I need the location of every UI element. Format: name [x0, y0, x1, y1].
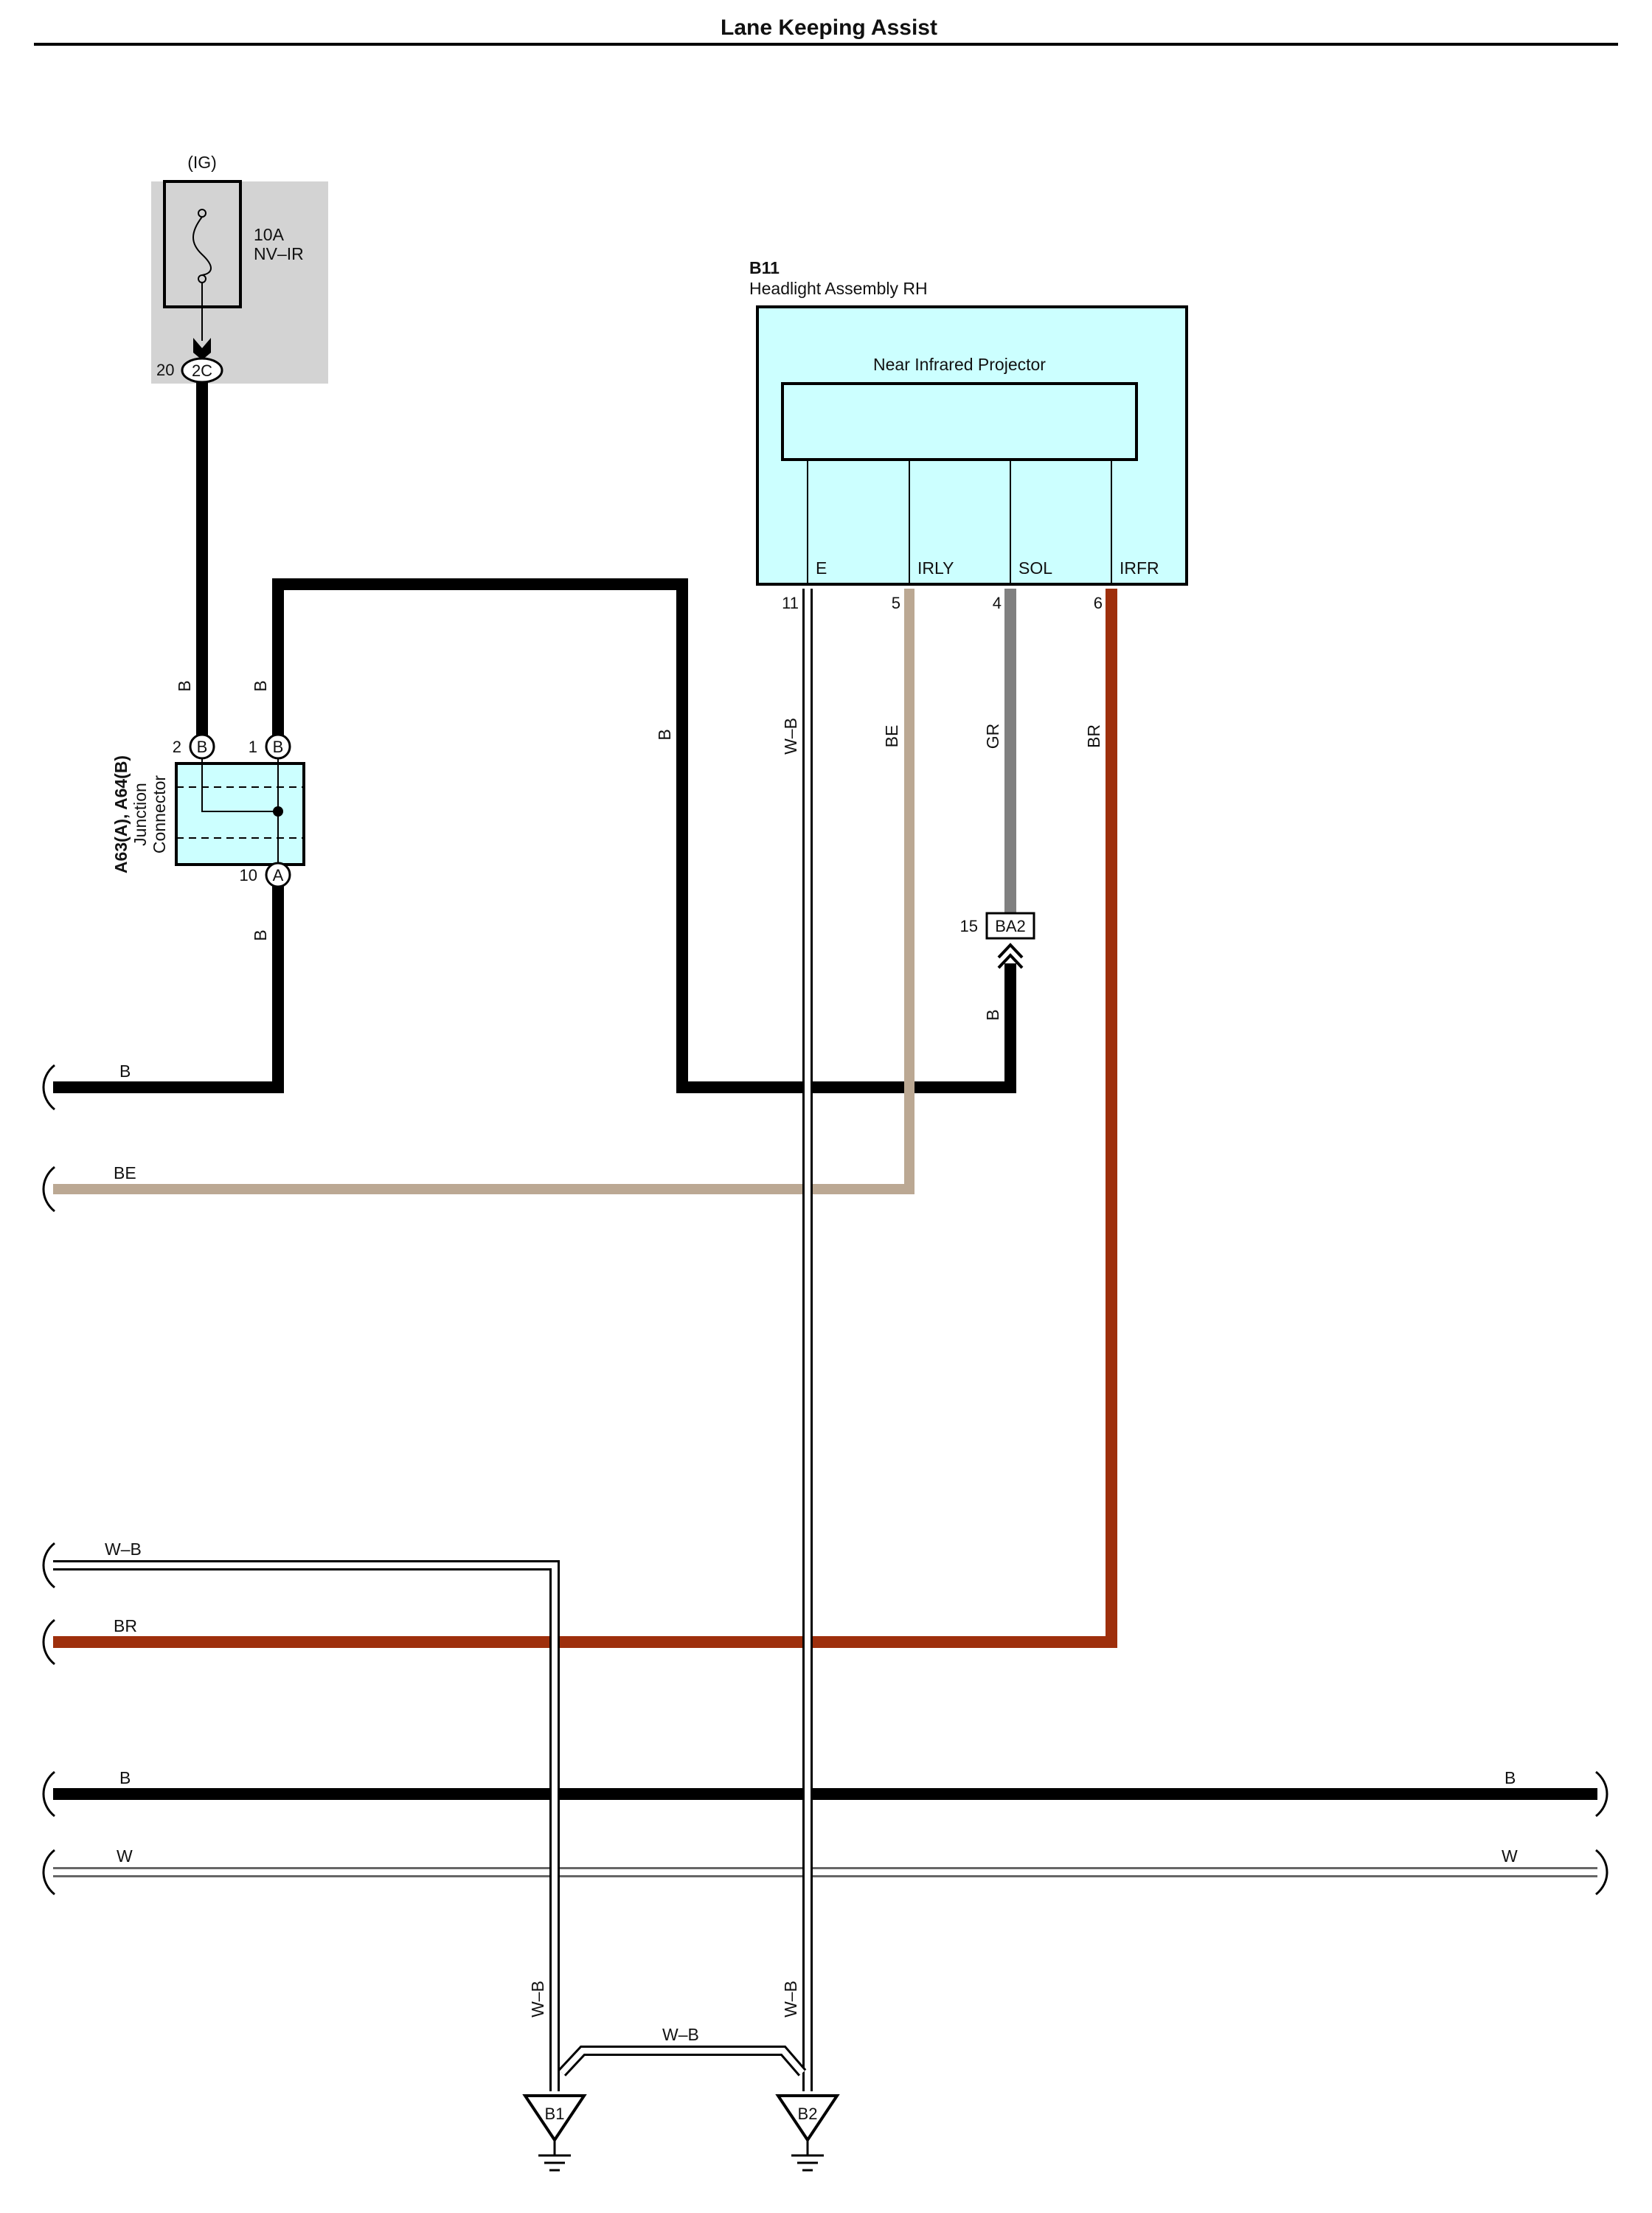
wire-br-irfr	[53, 589, 1117, 1648]
wire-be-irly	[53, 589, 914, 1194]
wire-label-bus-b-right: B	[1504, 1768, 1516, 1787]
ground-icon	[522, 2094, 587, 2172]
junction-connector-body	[175, 762, 305, 866]
fuse-name: NV–IR	[254, 244, 304, 263]
wire-label-sol: GR	[983, 724, 1002, 749]
junction-pin-1-letter: B	[273, 738, 284, 756]
fuse-connector-code: 2C	[192, 361, 212, 380]
fuse-pin-number: 20	[156, 361, 174, 379]
ba2-pin-number: 15	[960, 917, 978, 935]
wire-label-b-run: B	[655, 729, 674, 740]
ground-b1-label: B1	[545, 2105, 565, 2123]
wire-label-e: W–B	[781, 718, 800, 755]
fuse-supply-label: (IG)	[187, 153, 217, 172]
wire-label-left-wb: W–B	[105, 1540, 142, 1559]
ba2-label: BA2	[995, 917, 1026, 935]
wire-wb-ground-link	[558, 2046, 807, 2077]
wire-label-irly: BE	[882, 725, 901, 748]
wire-break-b-left	[42, 1064, 55, 1111]
ba2-arrow-icon	[997, 943, 1024, 969]
wire-wb-left-to-b1	[53, 1560, 560, 2091]
wire-break-busw-left	[42, 1849, 55, 1896]
page-title: Lane Keeping Assist	[721, 15, 937, 40]
junction-label-line1: Junction	[131, 783, 150, 846]
junction-pin-2-letter: B	[197, 738, 208, 756]
junction-internal-link	[201, 758, 278, 812]
wire-break-br-left	[42, 1618, 55, 1666]
wire-label-irfr: BR	[1084, 724, 1103, 748]
ground-icon	[775, 2094, 840, 2172]
terminal-sol-label: SOL	[1018, 558, 1052, 578]
wire-label-b1-drop: W–B	[528, 1981, 547, 2018]
wire-label-left-be: BE	[114, 1163, 136, 1182]
wire-b-junction-to-ba2	[272, 578, 1016, 1093]
junction-pin-10-badge	[265, 862, 291, 888]
wire-break-busb-left	[42, 1770, 55, 1818]
wire-label-left-br: BR	[114, 1616, 137, 1635]
junction-pin-1-number: 1	[249, 738, 257, 756]
junction-pin-2-badge	[189, 733, 215, 760]
wire-label-fuse-drop: B	[175, 680, 194, 691]
terminal-e-label: E	[816, 558, 827, 578]
terminal-irfr-label: IRFR	[1120, 558, 1159, 578]
ba2-connector-box	[985, 912, 1035, 940]
wire-break-busw-right	[1595, 1849, 1608, 1896]
junction-pin-1-badge	[265, 733, 291, 760]
terminal-sol-pin: 4	[993, 594, 1002, 612]
near-infrared-projector	[781, 382, 1138, 461]
junction-pin-10-letter: A	[273, 866, 284, 884]
wire-break-be-left	[42, 1166, 55, 1213]
wire-label-bus-w-left: W	[117, 1846, 133, 1866]
wire-label-junction-down: B	[251, 929, 270, 941]
wire-break-busb-right	[1595, 1770, 1608, 1818]
wire-b-left-to-junction	[53, 878, 284, 1093]
headlight-code: B11	[749, 258, 780, 277]
projector-label: Near Infrared Projector	[873, 355, 1046, 374]
terminal-irfr-pin: 6	[1094, 594, 1103, 612]
wire-label-ba2: B	[983, 1009, 1002, 1020]
fuse-rating: 10A	[254, 225, 285, 244]
wire-label-bus-b-left: B	[119, 1768, 131, 1787]
headlight-name: Headlight Assembly RH	[749, 279, 928, 298]
wire-label-bus-w-right: W	[1502, 1846, 1518, 1866]
terminal-irly-label: IRLY	[917, 558, 954, 578]
wire-label-junction-up: B	[251, 680, 270, 691]
fuse-connector-arrow-icon	[193, 338, 211, 360]
wire-break-wb-left	[42, 1542, 55, 1589]
terminal-irly-pin: 5	[892, 594, 900, 612]
ground-b2-label: B2	[798, 2105, 818, 2123]
junction-pin-10-number: 10	[240, 866, 257, 884]
junction-label-line2: Connector	[150, 775, 169, 853]
wire-label-ground-link: W–B	[662, 2025, 699, 2044]
terminal-e-pin: 11	[782, 594, 799, 612]
wire-label-b2-drop: W–B	[781, 1981, 800, 2018]
wire-label-left-b: B	[119, 1062, 131, 1081]
junction-codes: A63(A), A64(B)	[111, 755, 131, 873]
junction-pin-2-number: 2	[173, 738, 181, 756]
junction-node	[273, 806, 283, 817]
